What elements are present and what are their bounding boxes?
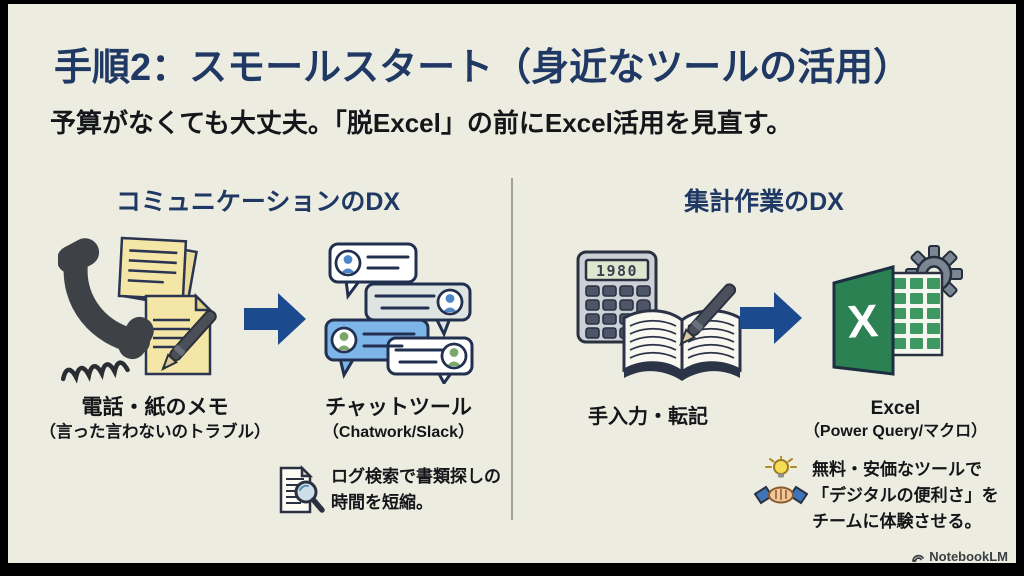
left-column-header: コミュニケーションのDX (115, 188, 401, 216)
lightbulb-icon (765, 456, 797, 478)
chat-tool-icon (324, 242, 474, 384)
right-note-line3: チームに体験させる。 (812, 512, 982, 531)
right-after-sublabel: （Power Query/マクロ） (803, 423, 988, 440)
right-before-label: 手入力・転記 (588, 406, 708, 428)
notebook-icon (622, 309, 742, 381)
user-avatar-icon (330, 326, 358, 354)
spreadsheet-grid-icon (886, 271, 944, 357)
excel-icon: X (832, 245, 963, 376)
left-before-sublabel: （言った言わないのトラブル） (39, 423, 271, 441)
left-note-text: ログ検索で書類探しの 時間を短縮。 (331, 464, 501, 516)
page-title: 手順2：スモールスタート（身近なツールの活用） (54, 47, 912, 89)
pen-icon (679, 283, 737, 346)
right-arrow-icon (740, 292, 802, 344)
user-avatar-icon (440, 342, 468, 370)
memo-pen-icon (144, 292, 217, 376)
right-note-line1: 無料・安価なツールで (812, 460, 982, 479)
user-avatar-icon (334, 249, 362, 277)
left-after-sublabel: （Chatwork/Slack） (322, 424, 475, 441)
pen-icon (161, 309, 217, 371)
right-note-line2: 「デジタルの便利さ」を (812, 486, 999, 505)
slide: 手順2：スモールスタート（身近なツールの活用） 予算がなくても大丈夫。「脱Exc… (8, 4, 1016, 564)
phone-and-memo-icon (58, 236, 217, 384)
idea-handshake-icon (754, 456, 808, 505)
left-after-label: チャットツール (325, 396, 472, 419)
watermark: NotebookLM (911, 549, 1008, 564)
phone-cord-icon (60, 360, 130, 384)
left-note-line2: 時間を短縮。 (331, 493, 433, 512)
phone-handset-icon (58, 238, 154, 384)
left-note-line1: ログ検索で書類探しの (331, 467, 501, 486)
left-arrow-icon (244, 293, 306, 345)
notebooklm-logo-icon (912, 554, 925, 562)
page-subtitle: 予算がなくても大丈夫。「脱Excel」の前にExcel活用を見直す。 (50, 108, 793, 138)
user-avatar-icon (436, 288, 464, 316)
excel-x-pane: X (832, 265, 895, 376)
magnifier-icon (294, 480, 325, 513)
right-note-text: 無料・安価なツールで 「デジタルの便利さ」を チームに体験させる。 (812, 457, 999, 535)
excel-letter: X (846, 294, 880, 348)
left-before-label: 電話・紙のメモ (81, 396, 229, 419)
memo-paper-icon (117, 236, 198, 309)
log-search-icon (279, 464, 325, 514)
right-column-header: 集計作業のDX (684, 188, 844, 216)
right-after-label: Excel (870, 398, 921, 419)
calculator-notebook-icon: 1980 (576, 250, 742, 381)
column-divider (511, 178, 513, 520)
handshake-icon (754, 485, 808, 505)
watermark-label: NotebookLM (929, 549, 1008, 564)
calculator-display: 1980 (596, 262, 638, 280)
